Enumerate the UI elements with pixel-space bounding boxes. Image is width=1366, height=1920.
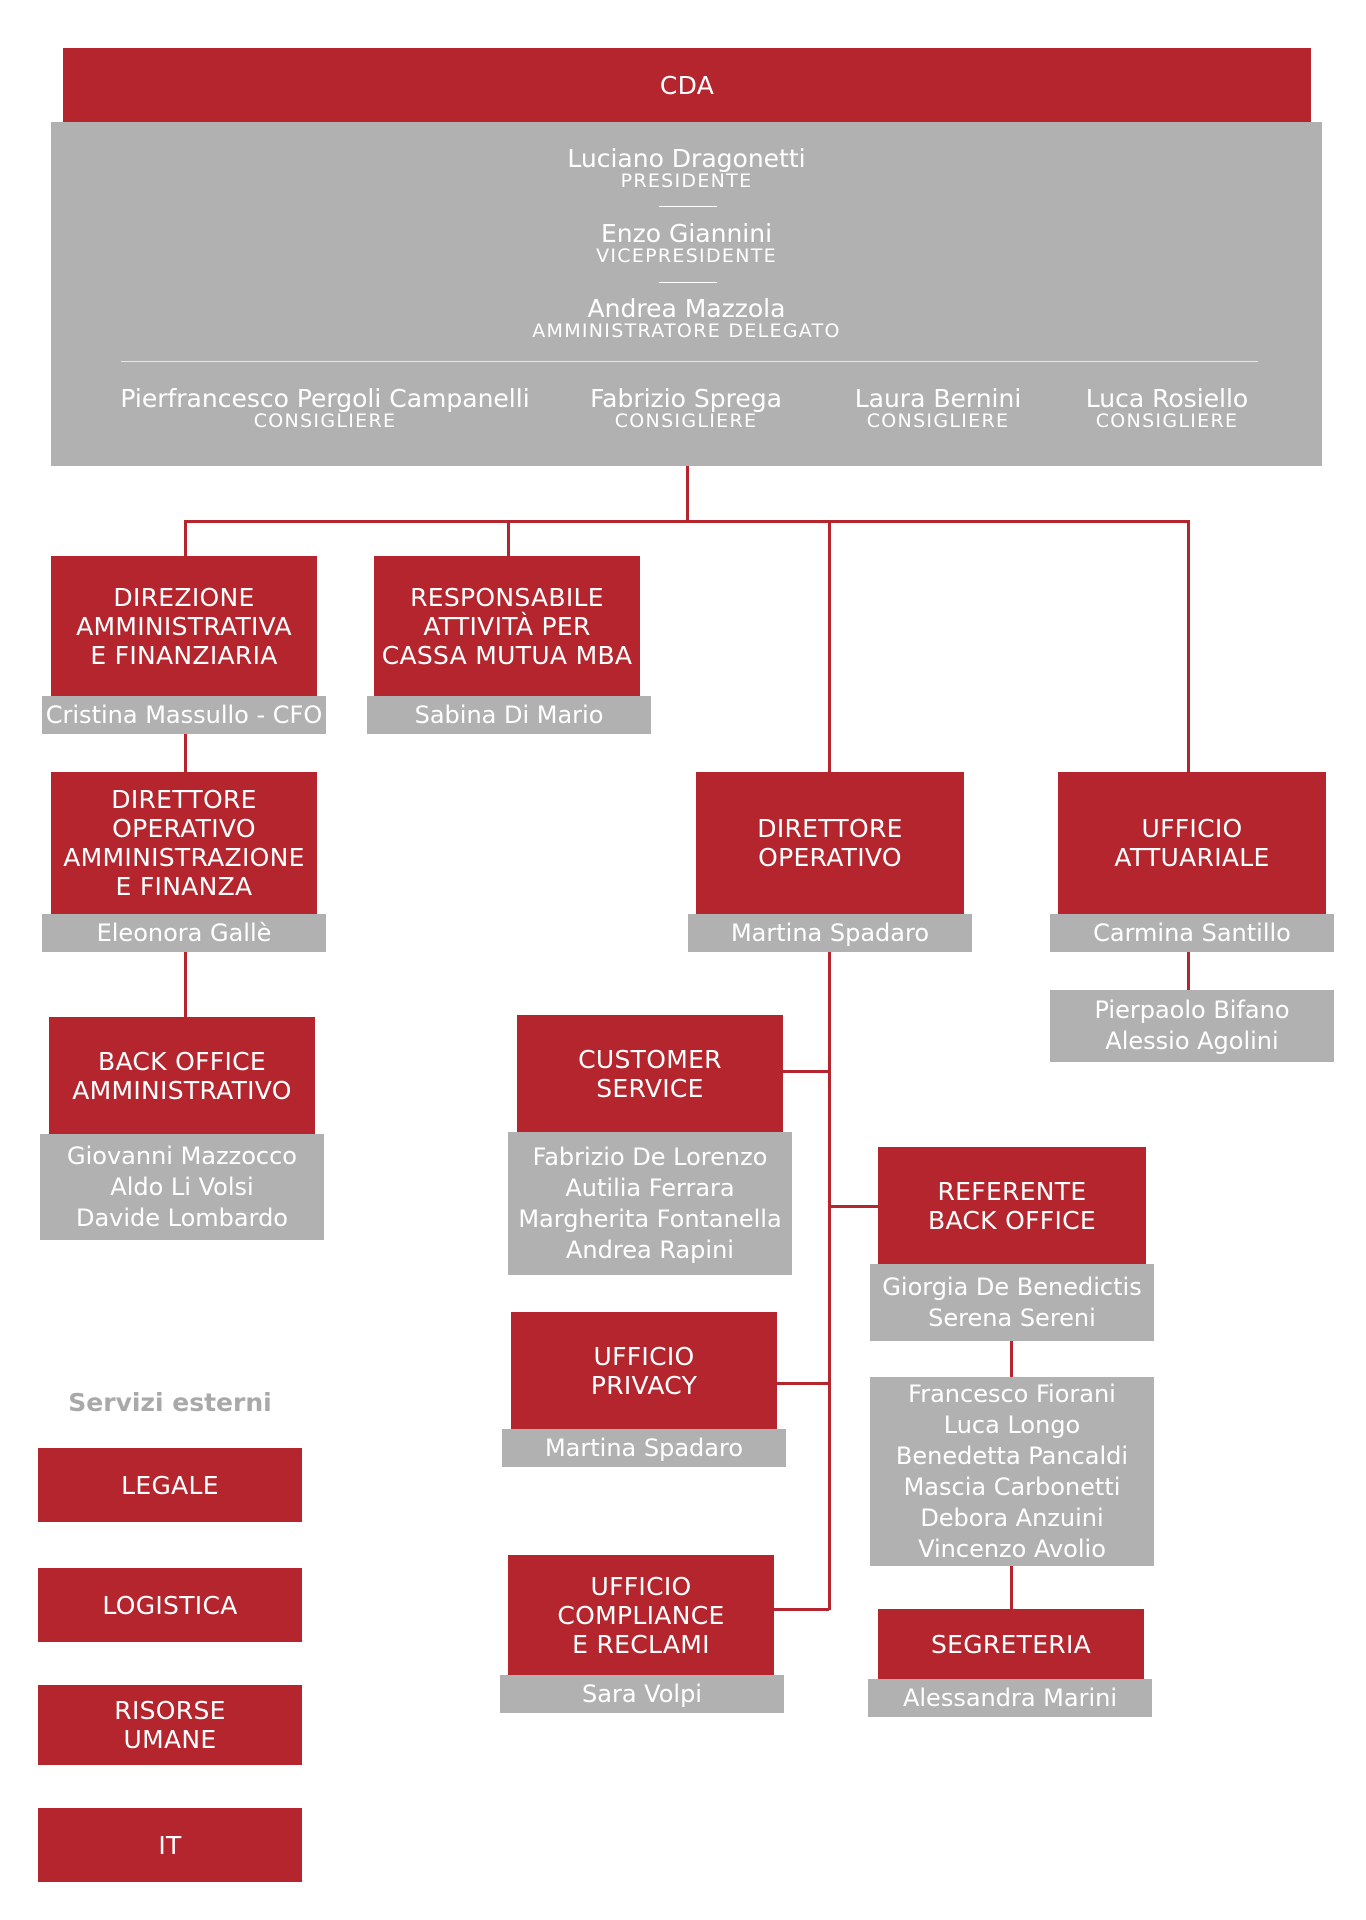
- unit-uff-compliance: UFFICIO COMPLIANCE E RECLAMI: [508, 1555, 774, 1675]
- board-executive: Luciano Dragonetti PRESIDENTE: [51, 145, 1322, 191]
- person-name: Benedetta Pancaldi: [895, 1441, 1129, 1470]
- person-box: Fabrizio De Lorenzo Autilia Ferrara Marg…: [508, 1132, 792, 1275]
- person-box: Eleonora Gallè: [42, 914, 326, 952]
- unit-customer-service: CUSTOMER SERVICE: [517, 1015, 783, 1132]
- executive-name: Andrea Mazzola: [587, 294, 786, 323]
- member-name: Laura Bernini: [854, 384, 1022, 413]
- person-name: Davide Lombardo: [75, 1203, 288, 1232]
- member-role: CONSIGLIERE: [253, 410, 397, 432]
- member-name: Pierfrancesco Pergoli Campanelli: [120, 384, 530, 413]
- person-name: Sabina Di Mario: [414, 700, 604, 729]
- member-name: Fabrizio Sprega: [590, 384, 782, 413]
- board-member: Pierfrancesco Pergoli Campanelli CONSIGL…: [115, 385, 535, 431]
- unit-dir-op-amm-fin: DIRETTORE OPERATIVO AMMINISTRAZIONE E FI…: [51, 772, 317, 914]
- person-box: Sabina Di Mario: [367, 696, 651, 734]
- external-services-title: Servizi esterni: [68, 1388, 272, 1417]
- person-name: Fabrizio De Lorenzo: [532, 1142, 768, 1171]
- person-box: Giovanni Mazzocco Aldo Li Volsi Davide L…: [40, 1134, 324, 1240]
- person-name: Serena Sereni: [928, 1303, 1096, 1332]
- person-name: Giovanni Mazzocco: [67, 1141, 297, 1170]
- board-executive: Enzo Giannini VICEPRESIDENTE: [51, 220, 1322, 266]
- connector-line: [184, 520, 187, 556]
- person-name: Sara Volpi: [582, 1679, 702, 1708]
- external-service-risorse-umane: RISORSE UMANE: [38, 1685, 302, 1765]
- person-name: Francesco Fiorani: [908, 1379, 1116, 1408]
- board-member: Laura Bernini CONSIGLIERE: [853, 385, 1023, 431]
- person-name: Alessio Agolini: [1105, 1027, 1279, 1055]
- divider: [659, 282, 717, 283]
- unit-uff-privacy: UFFICIO PRIVACY: [511, 1312, 777, 1429]
- person-name: Giorgia De Benedictis: [882, 1272, 1142, 1301]
- external-service-it: IT: [38, 1808, 302, 1882]
- person-name: Margherita Fontanella: [518, 1204, 782, 1233]
- unit-resp-cassa-mutua: RESPONSABILE ATTIVITÀ PER CASSA MUTUA MB…: [374, 556, 640, 696]
- person-name: Martina Spadaro: [544, 1433, 744, 1462]
- unit-referente-back-office: REFERENTE BACK OFFICE: [878, 1147, 1146, 1264]
- member-role: CONSIGLIERE: [614, 410, 758, 432]
- connector-line: [829, 1205, 878, 1208]
- unit-dir-operativo: DIRETTORE OPERATIVO: [696, 772, 964, 914]
- person-box: Martina Spadaro: [502, 1429, 786, 1467]
- connector-line: [828, 952, 831, 1610]
- person-name: Autilia Ferrara: [565, 1173, 735, 1202]
- person-name: Aldo Li Volsi: [110, 1172, 254, 1201]
- person-box: Cristina Massullo - CFO: [42, 696, 326, 734]
- person-name: Alessandra Marini: [902, 1683, 1118, 1712]
- person-name: Luca Longo: [943, 1410, 1081, 1439]
- staff-box: Francesco Fiorani Luca Longo Benedetta P…: [870, 1377, 1154, 1566]
- person-name: Vincenzo Avolio: [918, 1534, 1106, 1563]
- connector-line: [184, 952, 187, 1017]
- person-box: Alessandra Marini: [868, 1679, 1152, 1717]
- person-name: Pierpaolo Bifano: [1094, 996, 1290, 1024]
- connector-line: [507, 520, 510, 556]
- external-service-legale: LEGALE: [38, 1448, 302, 1522]
- board-member: Luca Rosiello CONSIGLIERE: [1082, 385, 1252, 431]
- person-name: Cristina Massullo - CFO: [45, 700, 323, 729]
- connector-line: [1010, 1566, 1013, 1609]
- board-executive: Andrea Mazzola AMMINISTRATORE DELEGATO: [51, 295, 1322, 341]
- person-box: Martina Spadaro: [688, 914, 972, 952]
- person-name: Carmina Santillo: [1093, 918, 1291, 947]
- executive-name: Enzo Giannini: [600, 219, 773, 248]
- unit-back-office-amm: BACK OFFICE AMMINISTRATIVO: [49, 1017, 315, 1134]
- member-role: CONSIGLIERE: [866, 410, 1010, 432]
- executive-role: AMMINISTRATORE DELEGATO: [532, 320, 841, 342]
- member-role: CONSIGLIERE: [1095, 410, 1239, 432]
- person-name: Martina Spadaro: [730, 918, 930, 947]
- cda-header: CDA: [63, 48, 1311, 122]
- connector-line: [184, 520, 1190, 523]
- executive-role: PRESIDENTE: [620, 170, 753, 192]
- staff-box: Pierpaolo Bifano Alessio Agolini: [1050, 990, 1334, 1062]
- executive-role: VICEPRESIDENTE: [596, 245, 777, 267]
- divider: [121, 361, 1258, 362]
- connector-line: [783, 1070, 829, 1073]
- board-panel: Luciano Dragonetti PRESIDENTE Enzo Giann…: [51, 122, 1322, 466]
- person-name: Eleonora Gallè: [96, 918, 272, 947]
- connector-line: [184, 734, 187, 772]
- person-name: Debora Anzuini: [920, 1503, 1104, 1532]
- person-box: Carmina Santillo: [1050, 914, 1334, 952]
- member-name: Luca Rosiello: [1085, 384, 1249, 413]
- executive-name: Luciano Dragonetti: [567, 144, 806, 173]
- connector-line: [686, 466, 689, 521]
- unit-segreteria: SEGRETERIA: [878, 1609, 1144, 1679]
- divider: [659, 206, 717, 207]
- connector-line: [777, 1382, 829, 1385]
- person-box: Sara Volpi: [500, 1675, 784, 1713]
- person-name: Mascia Carbonetti: [903, 1472, 1121, 1501]
- unit-uff-attuariale: UFFICIO ATTUARIALE: [1058, 772, 1326, 914]
- connector-line: [1187, 952, 1190, 990]
- unit-dir-amm-fin: DIREZIONE AMMINISTRATIVA E FINANZIARIA: [51, 556, 317, 696]
- connector-line: [1187, 520, 1190, 772]
- person-box: Giorgia De Benedictis Serena Sereni: [870, 1264, 1154, 1341]
- board-member: Fabrizio Sprega CONSIGLIERE: [586, 385, 786, 431]
- connector-line: [773, 1608, 829, 1611]
- connector-line: [1010, 1341, 1013, 1377]
- connector-line: [828, 520, 831, 772]
- person-name: Andrea Rapini: [566, 1235, 734, 1264]
- external-service-logistica: LOGISTICA: [38, 1568, 302, 1642]
